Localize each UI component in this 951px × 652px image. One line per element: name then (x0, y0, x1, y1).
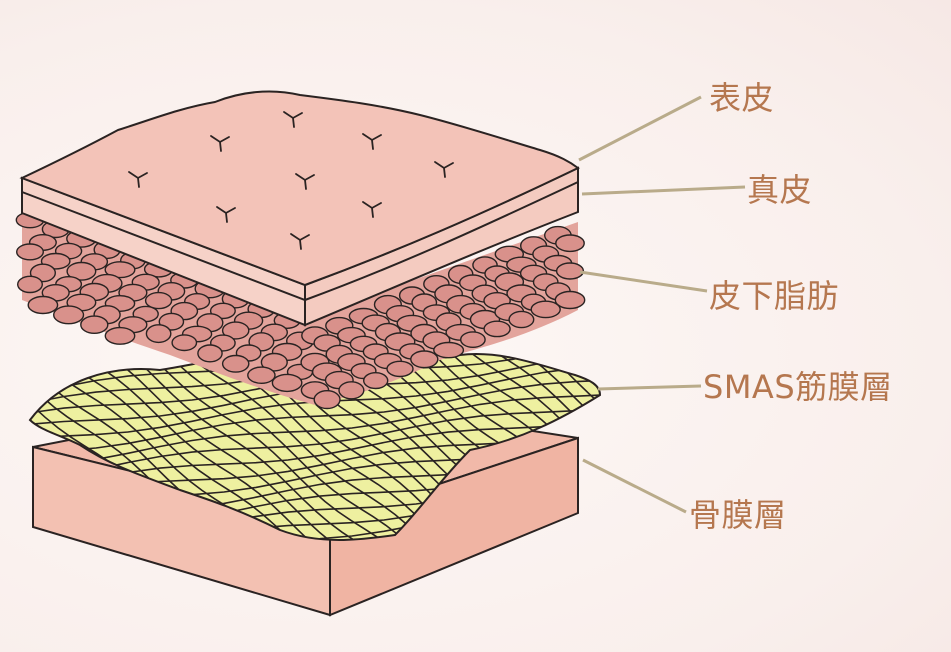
dermis-layer (21, 166, 579, 327)
smas-mesh-line (85, 354, 347, 540)
epidermis-layer (19, 90, 580, 287)
fat-cell (433, 341, 465, 359)
periosteum-right-face (329, 436, 579, 617)
leader-line-epidermis (578, 95, 702, 162)
leader-line-fat (579, 270, 708, 293)
fat-cell (171, 334, 198, 352)
fat-cell (459, 331, 486, 348)
fat-cell (104, 326, 136, 345)
fat-cell (555, 262, 585, 280)
fat-cell (104, 261, 136, 279)
fat-cell (338, 381, 365, 400)
leader-lines (578, 95, 746, 514)
fat-cell (145, 324, 172, 344)
label-epidermis: 表皮 (709, 79, 775, 117)
fat-cell (555, 234, 585, 253)
pore-mark (362, 201, 382, 218)
fat-cell (144, 291, 173, 310)
epidermis-top-surface (19, 90, 580, 287)
pore-mark (295, 173, 315, 190)
fat-cell (52, 305, 85, 325)
epidermis-dermis-boundary (21, 181, 579, 302)
skin-pore-marks (128, 111, 454, 250)
fat-cell (313, 390, 341, 410)
fat-cell (260, 352, 288, 372)
smas-mesh-line (129, 354, 391, 540)
pore-mark (283, 111, 303, 128)
smas-mesh-line (30, 377, 600, 455)
fat-cell (66, 261, 97, 281)
fat-cell (554, 290, 586, 310)
fat-cell (410, 350, 439, 369)
label-subcutaneous-fat: 皮下脂肪 (709, 277, 840, 315)
fat-cell (508, 310, 535, 329)
fat-cell (197, 344, 223, 363)
label-dermis: 真皮 (747, 171, 813, 209)
label-periosteum: 骨膜層 (689, 496, 787, 534)
fat-cell (530, 300, 561, 319)
smas-mesh-line (151, 354, 413, 540)
pore-mark (434, 161, 454, 178)
fat-cell (363, 372, 389, 390)
fat-cell (221, 354, 250, 373)
pore-mark (216, 206, 236, 223)
fat-cells (15, 211, 586, 410)
leader-line-dermis (581, 185, 746, 196)
pore-mark (362, 133, 382, 150)
pore-mark (290, 233, 310, 250)
fat-cell (16, 243, 45, 261)
fat-cell (27, 295, 59, 315)
fat-cell (221, 321, 250, 340)
smas-mesh-line (173, 354, 435, 540)
smas-mesh-line (525, 354, 600, 540)
fat-cell (483, 320, 511, 338)
smas-mesh-line (481, 354, 600, 540)
smas-mesh-line (0, 342, 16, 550)
label-smas-fascia: SMAS筋膜層 (703, 368, 893, 406)
fat-cell (271, 373, 303, 393)
pore-mark (128, 171, 148, 188)
fat-cell (386, 360, 414, 378)
pore-mark (210, 135, 230, 152)
fat-cell (17, 275, 44, 294)
leader-line-periosteum (582, 458, 687, 514)
fat-cell (247, 366, 276, 385)
subcutaneous-fat-layer (15, 210, 586, 410)
leader-line-smas (597, 384, 702, 391)
fat-cell (80, 315, 109, 335)
smas-mesh-line (30, 391, 600, 469)
